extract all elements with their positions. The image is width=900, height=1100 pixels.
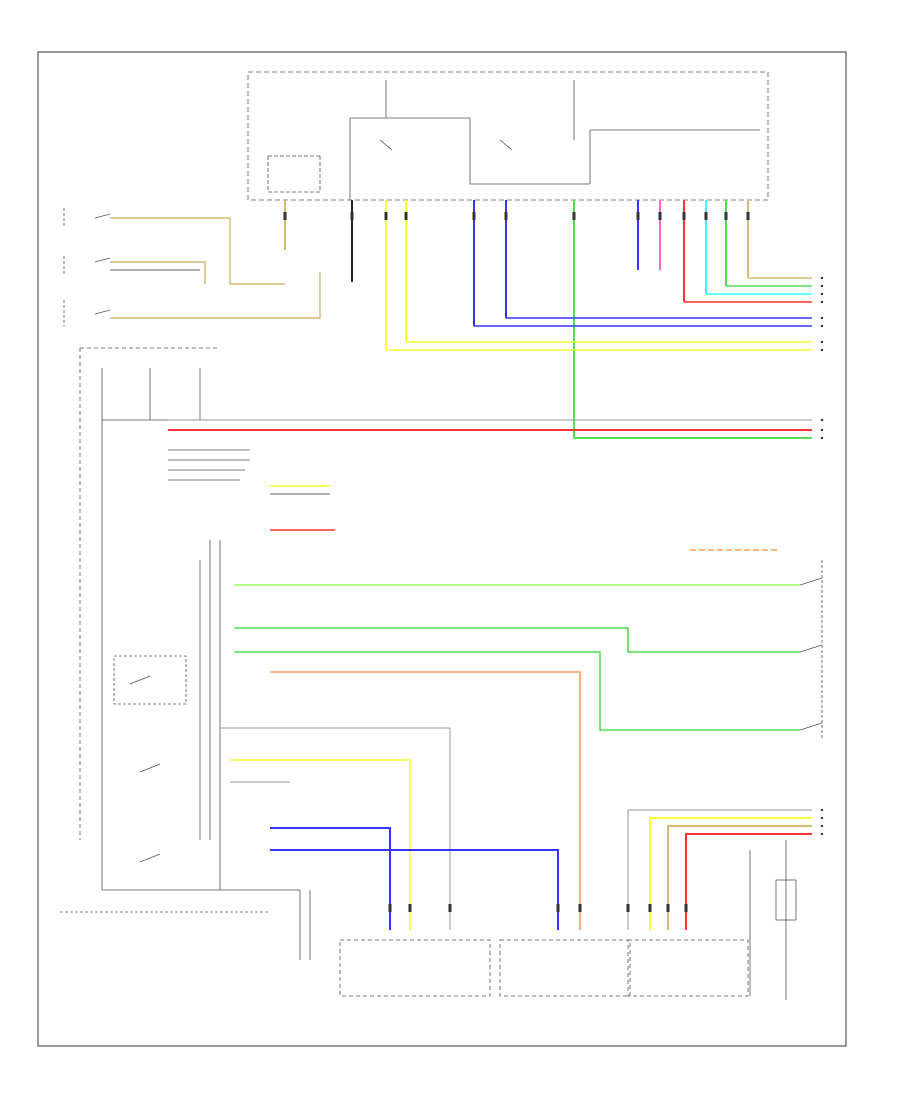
left-top-switch-wires <box>110 217 321 319</box>
harness-right-bus <box>386 276 812 351</box>
fuse-box-outputs <box>284 200 749 438</box>
bottom-modules <box>299 840 797 1000</box>
bottom-right-harness <box>627 809 812 930</box>
under-hood-fuse-relay-box <box>247 71 769 201</box>
connector-marks <box>283 212 750 912</box>
left-top-switches <box>63 208 111 326</box>
harness-terminal-dots <box>820 276 824 836</box>
control-unit-outputs <box>168 419 812 930</box>
body-control-unit <box>60 347 300 913</box>
diagram-frame <box>37 51 847 1047</box>
right-side-switches <box>799 560 823 740</box>
